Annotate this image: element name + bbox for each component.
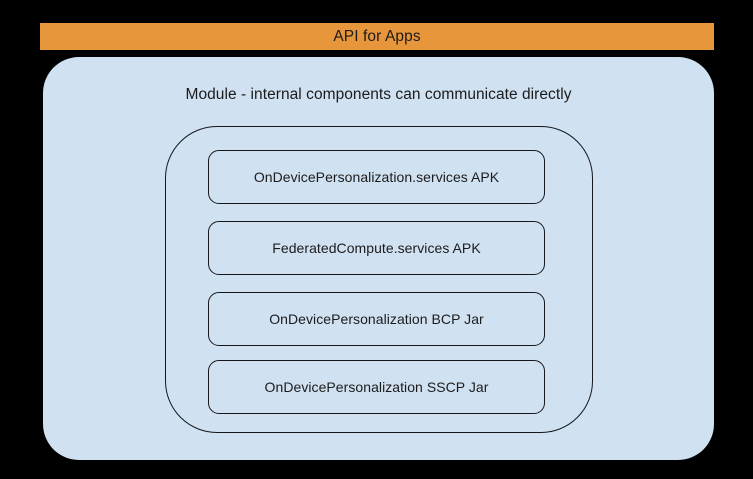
module-panel-caption: Module - internal components can communi… <box>185 86 572 103</box>
component-box-ondevicepersonalization-bcp-jar: OnDevicePersonalization BCP Jar <box>208 292 545 346</box>
component-box-ondevicepersonalization-services-apk: OnDevicePersonalization.services APK <box>208 150 545 204</box>
component-box-label: OnDevicePersonalization BCP Jar <box>269 311 484 327</box>
component-box-label: FederatedCompute.services APK <box>272 240 481 256</box>
internal-components-group-outline <box>165 126 593 433</box>
module-panel: Module - internal components can communi… <box>43 57 714 460</box>
api-for-apps-banner-label: API for Apps <box>333 27 421 45</box>
component-box-ondevicepersonalization-sscp-jar: OnDevicePersonalization SSCP Jar <box>208 360 545 414</box>
component-box-federatedcompute-services-apk: FederatedCompute.services APK <box>208 221 545 275</box>
api-for-apps-banner: API for Apps <box>40 23 714 50</box>
component-box-label: OnDevicePersonalization SSCP Jar <box>264 379 489 395</box>
component-box-label: OnDevicePersonalization.services APK <box>253 169 500 185</box>
